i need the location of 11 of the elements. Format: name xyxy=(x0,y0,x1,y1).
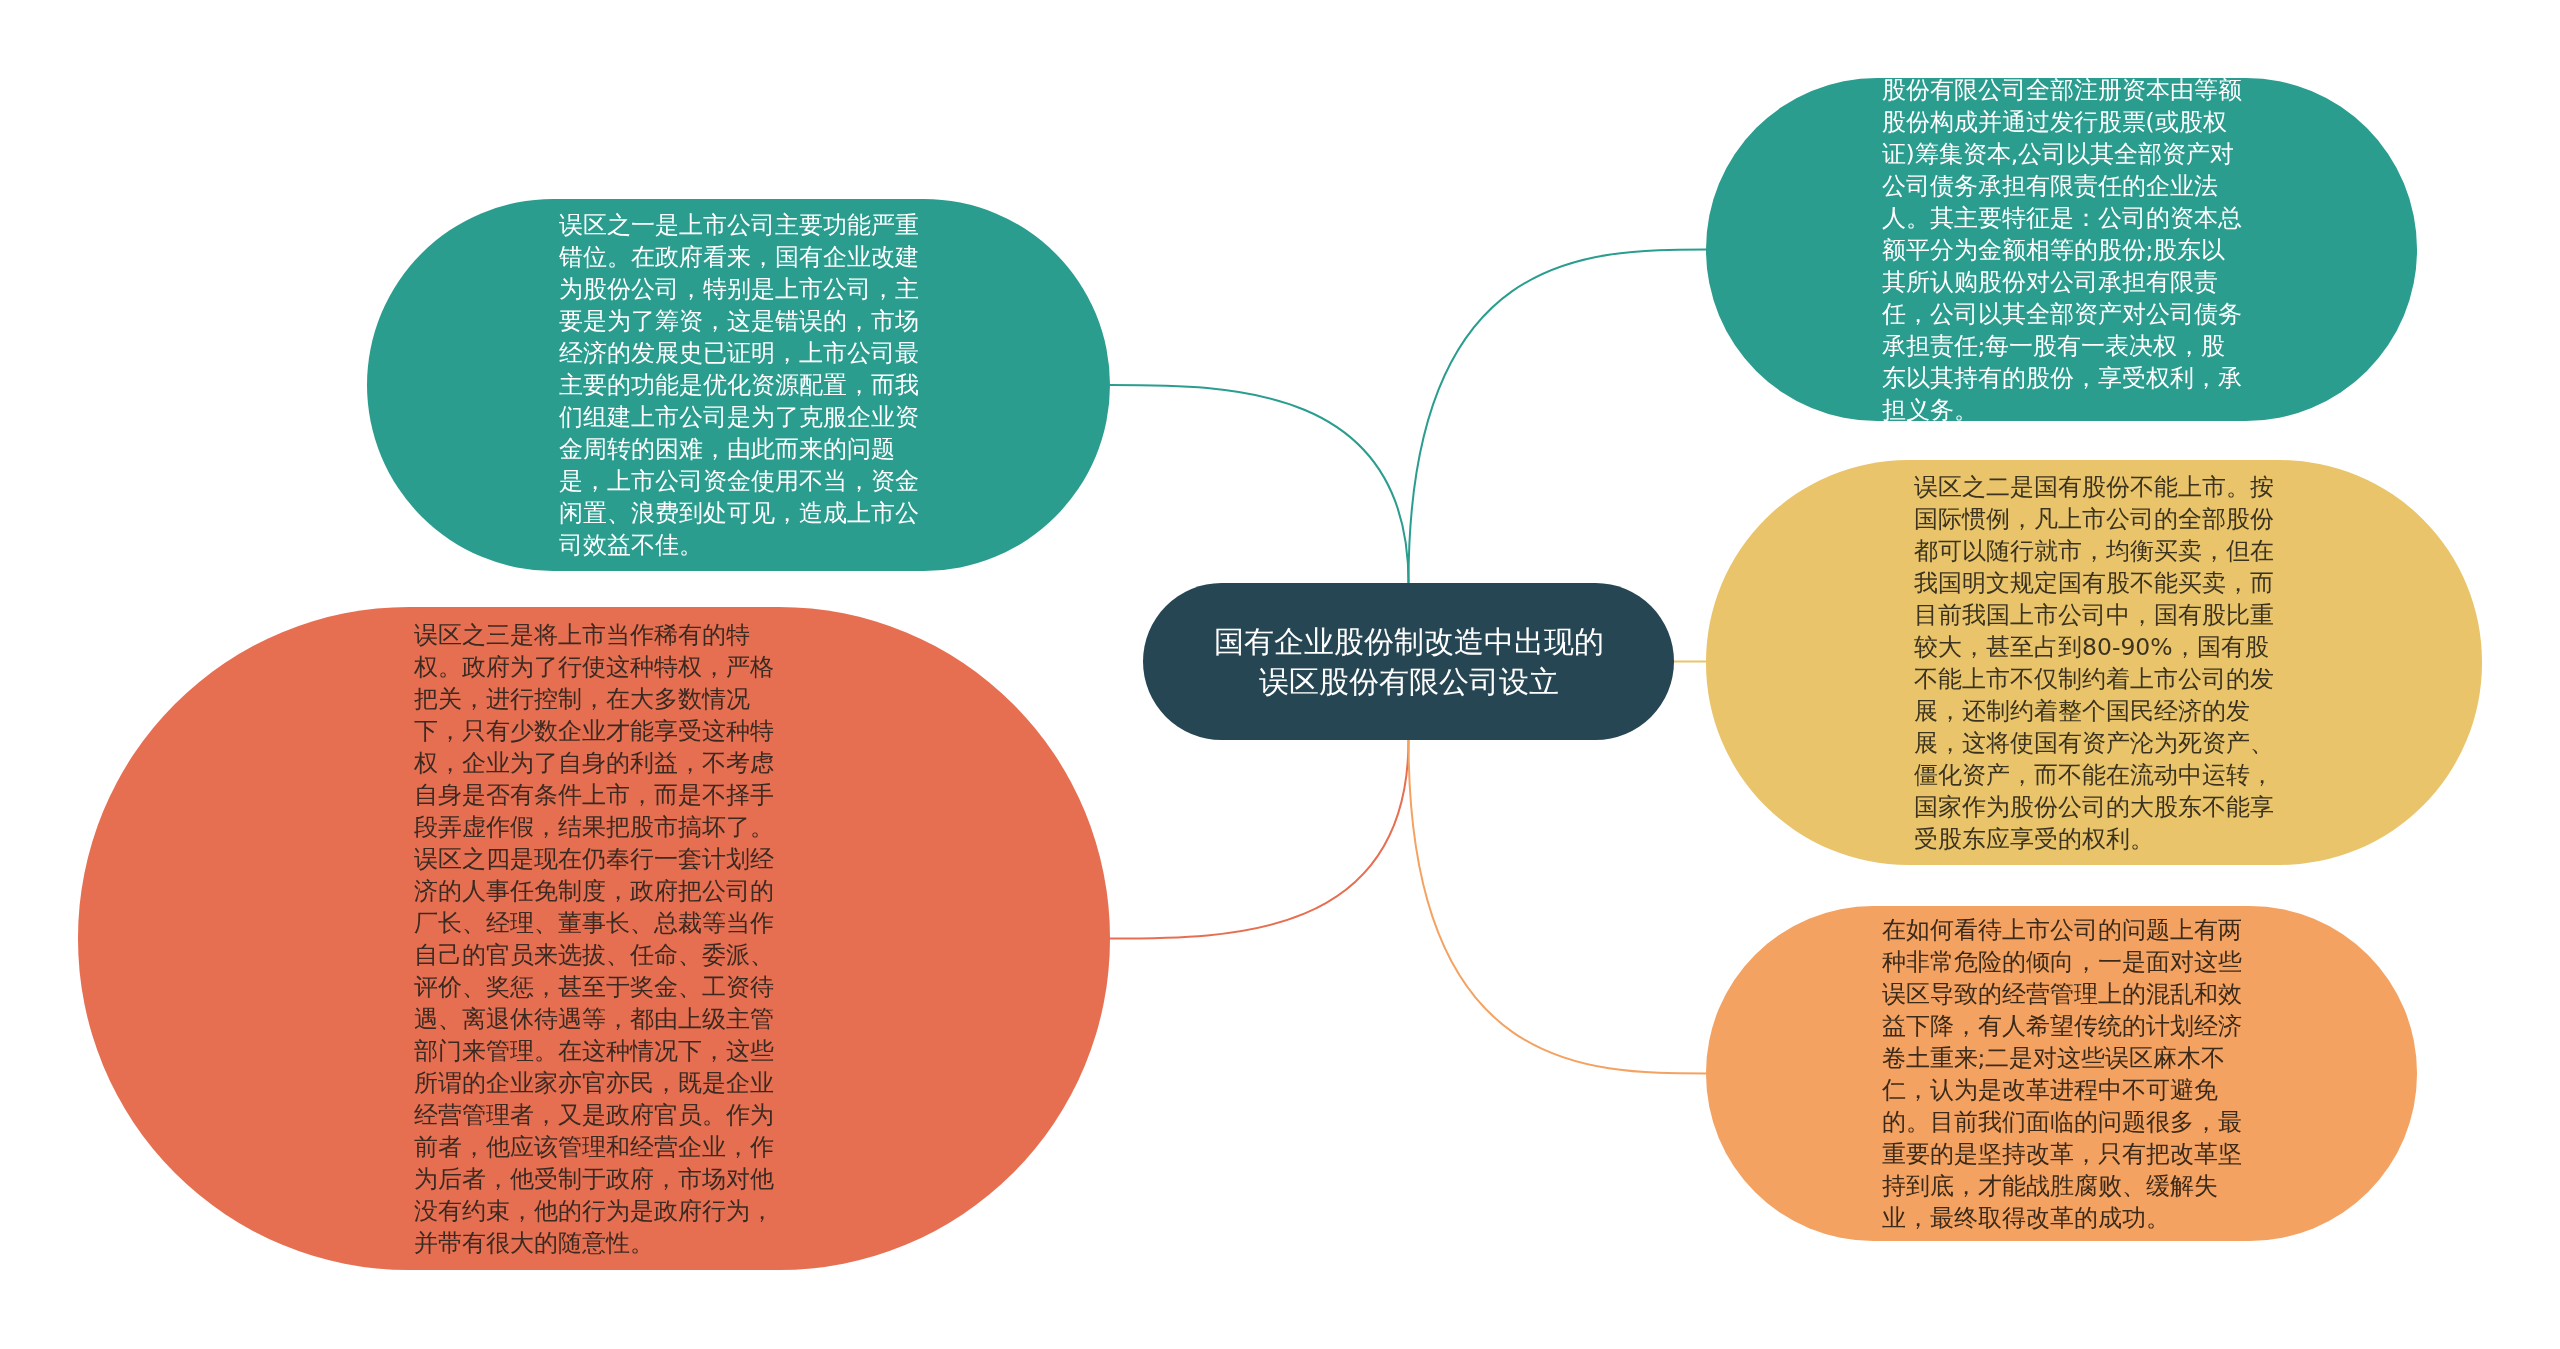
connector-line xyxy=(1407,739,1707,1075)
topic-text: 股份有限公司全部注册资本由等额股份构成并通过发行股票(或股权证)筹集资本,公司以其全部资产对公司债务承担有限责任的企业法人。其主要特征是：公司的资本总额平分为金额相等的股份;股东以其所认购股份对公司承担有限责任，公司以其全部资产对公司债务承担责任;每一股有一表决权，股东以其持有的股份，享受权利，承担义务。 xyxy=(1881,74,2242,426)
topic-title: 国有企业股份制改造中出现的误区股份有限公司设立 xyxy=(1212,622,1605,701)
connector-line xyxy=(1109,384,1410,584)
connector-line xyxy=(1673,660,1707,663)
topic-text: 误区之二是国有股份不能上市。按国际惯例，凡上市公司的全部股份都可以随行就市，均衡买卖，但在我国明文规定国有股不能买卖，而目前我国上市公司中，国有股比重较大，甚至占到80-90%，国有股不能上市不仅制约着上市公司的发展，还制约着整个国民经济的发展，这将使国有资产沦为死资产、僵化资产，而不能在流动中运转，国家作为股份公司的大股东不能享受股东应享受的权利。 xyxy=(1914,471,2274,855)
connector-line xyxy=(1407,248,1707,584)
connector-line xyxy=(1109,739,1410,940)
topic-text: 在如何看待上市公司的问题上有两种非常危险的倾向，一是面对这些误区导致的经营管理上的混乱和效益下降，有人希望传统的计划经济卷土重来;二是对这些误区麻木不仁，认为是改革进程中不可避免的。目前我们面临的问题很多，最重要的是坚持改革，只有把改革坚持到底，才能战胜腐败、缓解失业，最终取得改革的成功。 xyxy=(1881,914,2242,1234)
topic-text: 误区之一是上市公司主要功能严重错位。在政府看来，国有企业改建为股份公司，特别是上市公司，主要是为了筹资，这是错误的，市场经济的发展史已证明，上市公司最主要的功能是优化资源配置，而我们组建上市公司是为了克服企业资金周转的困难，由此而来的问题是，上市公司资金使用不当，资金闲置、浪费到处可见，造成上市公司效益不佳。 xyxy=(558,210,919,561)
topic-text: 误区之三是将上市当作稀有的特权。政府为了行使这种特权，严格把关，进行控制，在大多数情况下，只有少数企业才能享受这种特权，企业为了自身的利益，不考虑自身是否有条件上市，而是不择手段弄虚作假，结果把股市搞坏了。误区之四是现在仍奉行一套计划经济的人事任免制度，政府把公司的厂长、经理、董事长、总裁等当作自己的官员来选拔、任命、委派、评价、奖惩，甚至于奖金、工资待遇、离退休待遇等，都由上级主管部门来管理。在这种情况下，这些所谓的企业家亦官亦民，既是企业经营管理者，又是政府官员。作为前者，他应该管理和经营企业，作为后者，他受制于政府，市场对他没有约束，他的行为是政府行为，并带有很大的随意性。 xyxy=(414,619,774,1259)
